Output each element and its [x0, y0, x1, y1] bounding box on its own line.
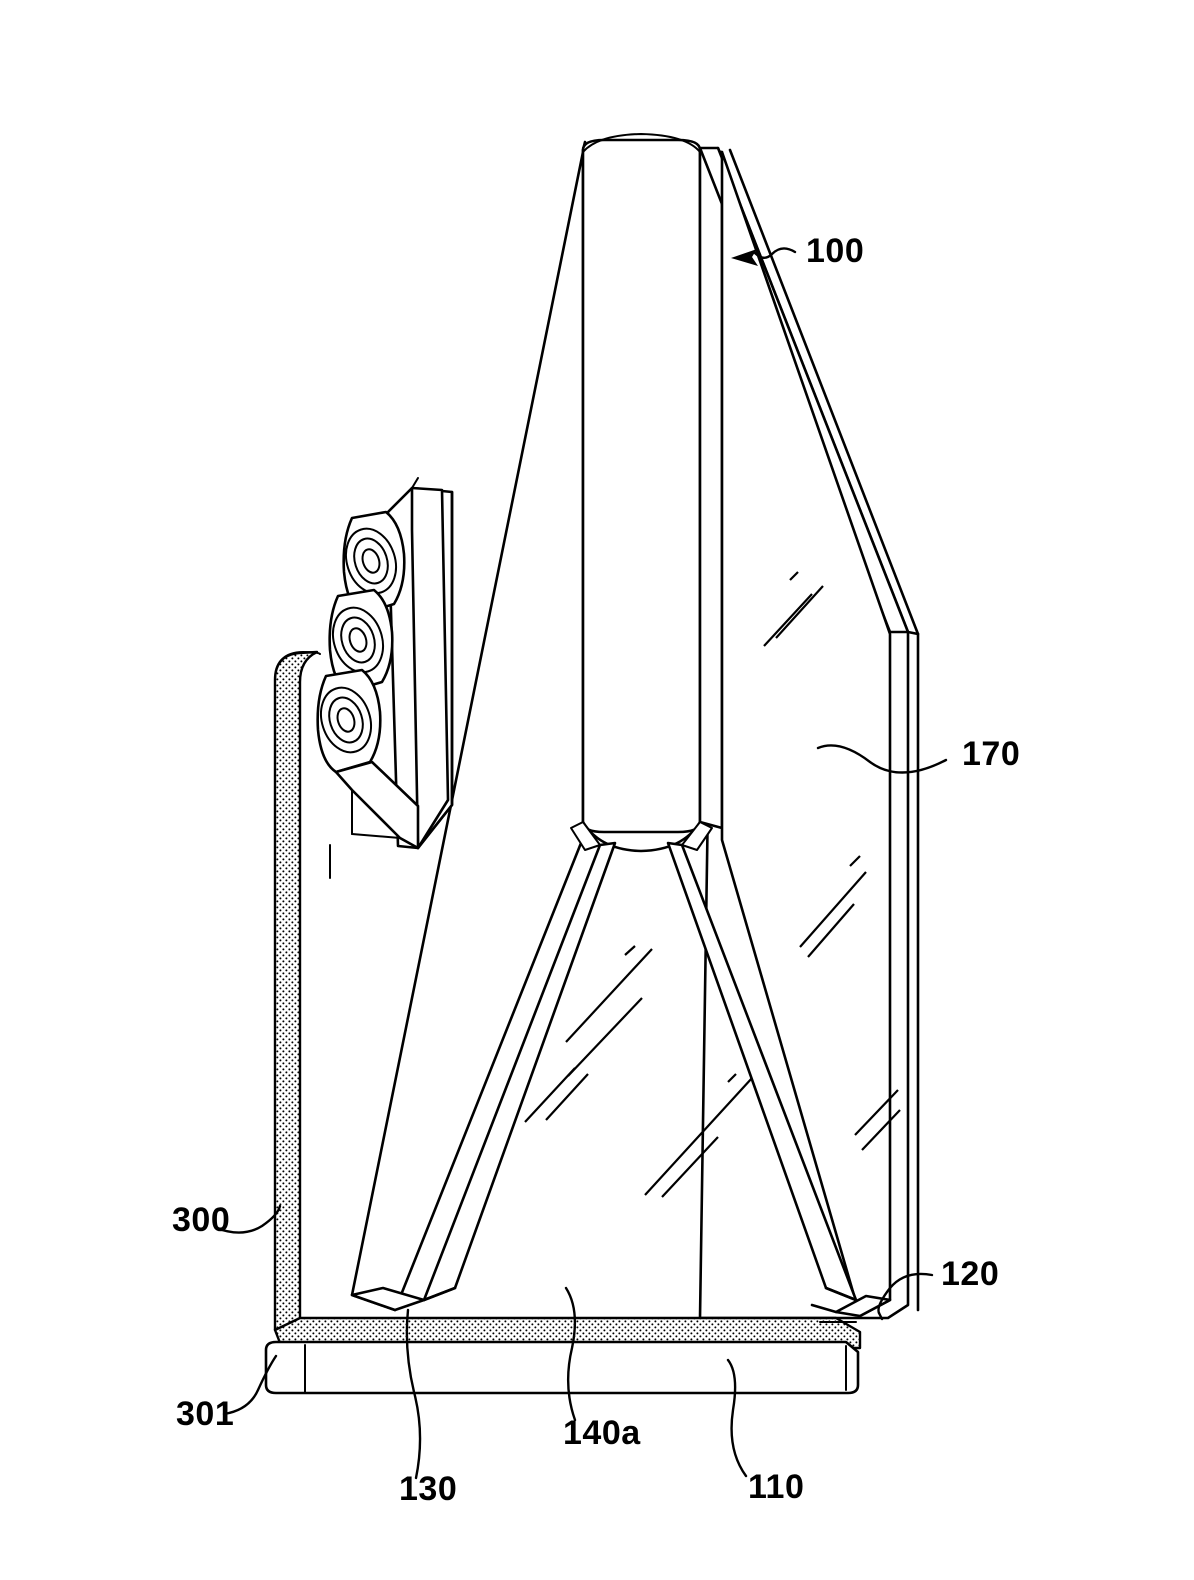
reference-label-100: 100 — [806, 232, 864, 270]
reference-label-110: 110 — [748, 1468, 804, 1506]
shine-marks — [524, 571, 901, 1198]
right-corner-120 — [810, 1294, 892, 1318]
led-ring-3 — [316, 668, 382, 774]
reference-label-130: 130 — [399, 1470, 457, 1508]
reference-label-140a: 140a — [563, 1414, 641, 1452]
inner-wedge-140a — [422, 821, 858, 1302]
leader-lines — [214, 247, 948, 1480]
bracket-300 — [273, 650, 862, 1350]
reference-label-120: 120 — [941, 1255, 999, 1293]
prism-body-100 — [350, 133, 910, 1318]
reference-label-300: 300 — [172, 1201, 230, 1239]
led-ring-2 — [328, 588, 394, 694]
base-plate-110 — [264, 1340, 860, 1395]
left-corner-130 — [350, 1286, 426, 1312]
led-module — [316, 477, 454, 879]
reference-label-170: 170 — [962, 735, 1020, 773]
led-ring-1 — [342, 510, 406, 616]
arrowhead-100 — [731, 249, 758, 266]
reference-label-301: 301 — [176, 1395, 234, 1433]
